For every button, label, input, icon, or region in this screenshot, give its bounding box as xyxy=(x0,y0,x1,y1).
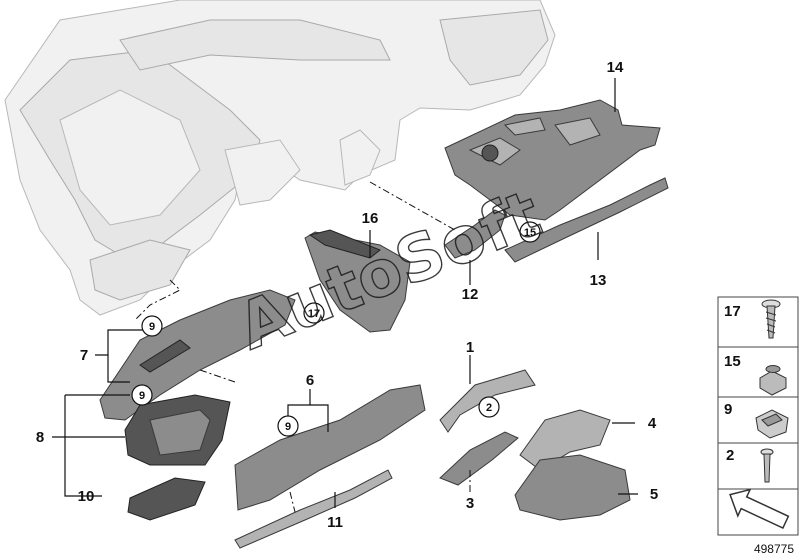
svg-text:9: 9 xyxy=(149,321,155,333)
part-14-panel xyxy=(444,99,661,221)
part-8-glovebox xyxy=(124,394,231,466)
circled-ref-9-mid: 9 xyxy=(277,415,299,437)
legend-num-15: 15 xyxy=(724,353,741,370)
document-number: 498775 xyxy=(754,542,794,556)
svg-text:9: 9 xyxy=(285,421,291,433)
part-13-trim-strip xyxy=(504,177,669,263)
screw-icon xyxy=(761,299,781,339)
part-5-housing xyxy=(514,454,631,521)
callout-13: 13 xyxy=(590,272,607,289)
svg-text:9: 9 xyxy=(139,390,145,402)
leader-lines xyxy=(52,78,638,508)
part-16-cover xyxy=(304,229,411,333)
part-3-trim xyxy=(439,431,519,486)
legend-num-17: 17 xyxy=(724,303,741,320)
callout-14: 14 xyxy=(607,59,624,76)
direction-arrow-icon xyxy=(729,488,790,530)
callout-16: 16 xyxy=(362,210,379,227)
part-1-handle xyxy=(439,369,536,433)
svg-text:17: 17 xyxy=(308,308,320,320)
callout-3: 3 xyxy=(466,495,474,512)
nut-icon xyxy=(759,365,787,396)
part-12-bracket xyxy=(444,209,506,259)
callout-4: 4 xyxy=(648,415,657,432)
svg-text:15: 15 xyxy=(524,227,536,239)
legend-num-2: 2 xyxy=(726,447,734,464)
callout-12: 12 xyxy=(462,286,479,303)
callout-5: 5 xyxy=(650,486,658,503)
fastener-legend: 17 15 9 2 xyxy=(717,296,799,536)
callout-7: 7 xyxy=(80,347,88,364)
callout-11: 11 xyxy=(327,514,343,531)
bolt-icon xyxy=(760,448,774,483)
svg-text:2: 2 xyxy=(486,402,492,414)
watermark-text: AutoSoft xyxy=(228,177,551,365)
clip-icon xyxy=(755,409,789,439)
part-11-strip xyxy=(234,469,393,549)
part-10-grille xyxy=(127,477,206,521)
circled-ref-2: 2 xyxy=(478,396,500,418)
assembly-dash-lines xyxy=(134,181,471,513)
legend-cell-17 xyxy=(717,296,799,348)
legend-num-9: 9 xyxy=(724,401,732,418)
circled-ref-17: 17 xyxy=(303,302,325,324)
part-6-lower-panel xyxy=(234,384,426,511)
callout-6: 6 xyxy=(306,372,314,389)
dashboard-ghost xyxy=(4,0,556,316)
callout-1: 1 xyxy=(466,339,474,356)
callout-8: 8 xyxy=(36,429,44,446)
callout-10: 10 xyxy=(78,488,95,505)
legend-cell-2 xyxy=(717,442,799,490)
circled-ref-9-upper: 9 xyxy=(141,315,163,337)
circled-ref-9-lower: 9 xyxy=(131,384,153,406)
circled-ref-15: 15 xyxy=(519,221,541,243)
